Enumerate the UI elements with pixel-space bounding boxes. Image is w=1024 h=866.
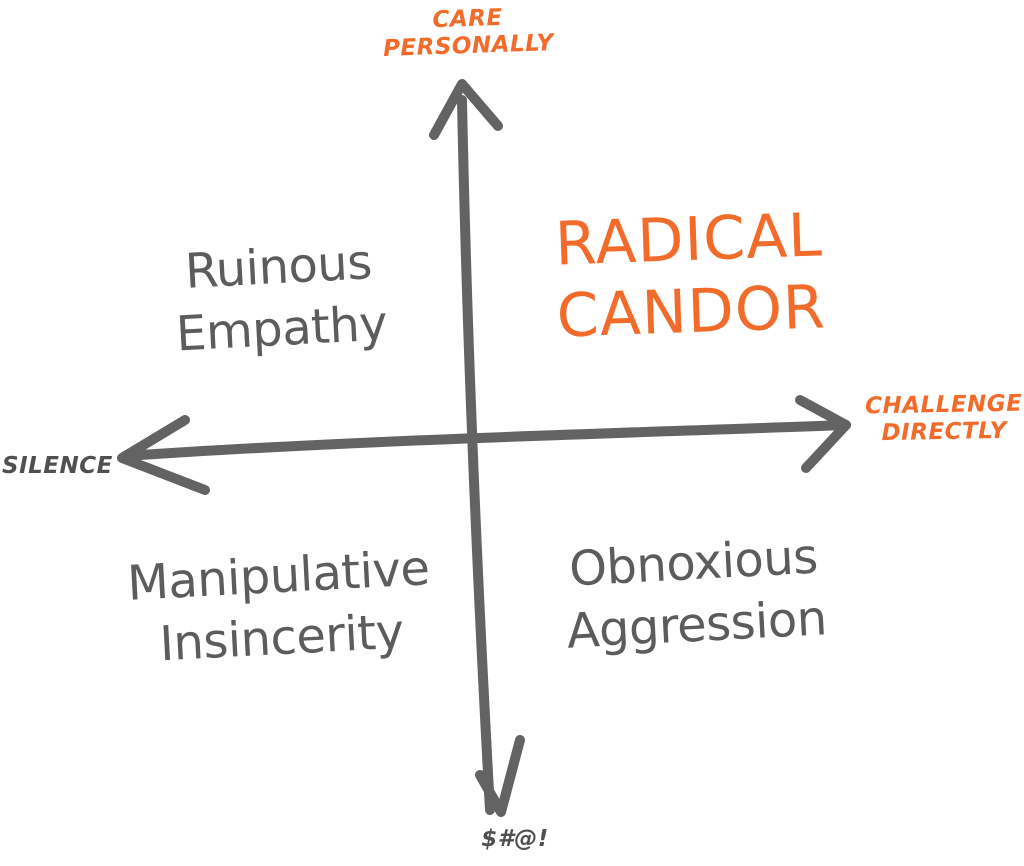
arrow-left-icon — [117, 415, 210, 495]
quadrant-obnoxious-aggression: Obnoxious Aggression — [565, 528, 828, 660]
arrow-up-icon — [429, 79, 503, 140]
arrow-down-icon — [475, 735, 525, 817]
axis-label-bottom: $#@! — [481, 826, 549, 852]
arrow-right-icon — [795, 395, 851, 473]
quadrant-manipulative-insincerity: Manipulative Insincerity — [125, 540, 431, 673]
axis-label-challenge-directly: CHALLENGE DIRECTLY — [864, 390, 1023, 447]
axis-label-care-personally: CARE PERSONALLY — [382, 4, 555, 62]
axis-label-silence: SILENCE — [2, 453, 113, 479]
quadrant-radical-candor: RADICAL CANDOR — [553, 200, 827, 352]
vertical-axis-line — [457, 95, 495, 815]
horizontal-axis-line — [120, 420, 851, 461]
quadrant-ruinous-empathy: Ruinous Empathy — [174, 234, 389, 363]
